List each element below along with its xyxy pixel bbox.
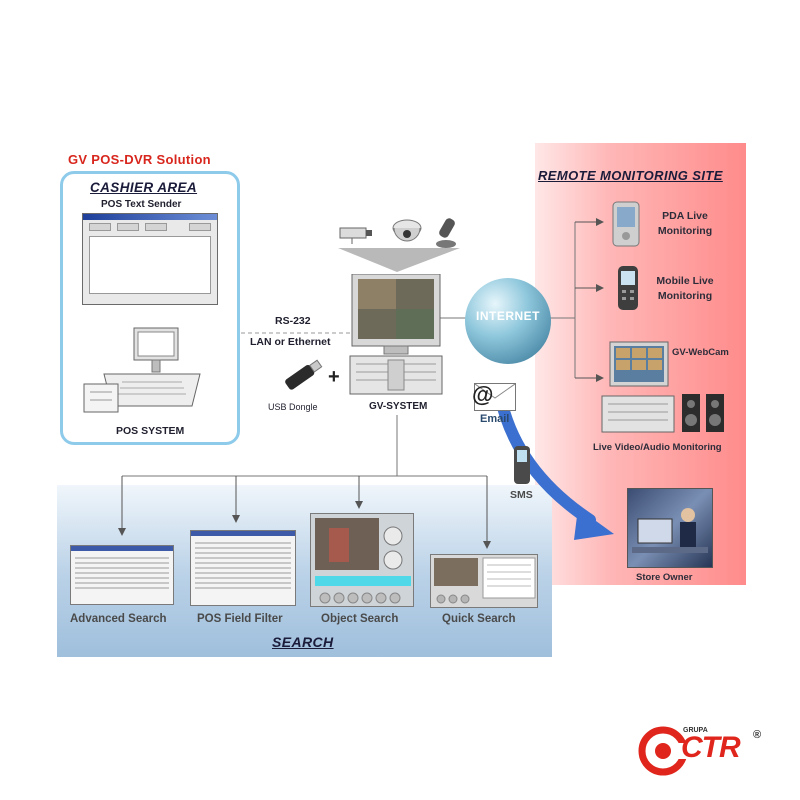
pda-label-line1: PDA Live — [662, 210, 708, 222]
advanced-search-screenshot — [70, 545, 174, 605]
store-owner-label: Store Owner — [636, 572, 693, 583]
speaker-icon — [682, 394, 724, 432]
pda-label-line2: Monitoring — [657, 225, 713, 237]
pos-text-sender-title: POS Text Sender — [101, 199, 182, 210]
ptz-camera-icon — [436, 218, 456, 248]
quick-search-screenshot — [430, 554, 538, 608]
gv-system-label: GV-SYSTEM — [369, 401, 428, 412]
gv-system-unit — [349, 274, 443, 395]
pos-terminal-icon — [83, 327, 201, 413]
ctr-logo-small-text: GRUPA — [683, 727, 708, 734]
window-titlebar — [83, 214, 217, 220]
mobile-label-line1: Mobile Live — [656, 275, 714, 287]
window-pane — [89, 236, 211, 294]
ctr-logo-mark — [638, 726, 689, 776]
email-at-glyph: @ — [472, 382, 494, 407]
plus-sign: + — [328, 366, 340, 388]
av-monitoring-label: Live Video/Audio Monitoring — [593, 442, 722, 453]
window-toolbar — [83, 220, 217, 234]
dome-camera-icon — [392, 219, 422, 242]
store-owner-photo — [627, 488, 713, 568]
pos-field-filter-screenshot — [190, 530, 296, 606]
search-item-object: Object Search — [321, 613, 399, 625]
lan-ethernet-label: LAN or Ethernet — [250, 336, 331, 348]
search-item-advanced: Advanced Search — [70, 613, 167, 625]
sms-label: SMS — [510, 489, 533, 501]
pda-icon — [612, 201, 640, 247]
email-label: Email — [480, 413, 510, 425]
pda-label: PDA Live Monitoring — [645, 209, 725, 239]
webcam-label: GV-WebCam — [672, 347, 729, 358]
av-monitoring-equipment — [601, 394, 724, 433]
internet-globe — [465, 278, 551, 364]
ctr-logo-registered: ® — [753, 729, 762, 741]
ctr-logo: GRUPA CTR ® — [637, 721, 767, 777]
usb-dongle-label: USB Dongle — [268, 402, 318, 412]
remote-heading: REMOTE MONITORING SITE — [538, 168, 723, 183]
webcam-monitor — [609, 341, 669, 387]
pos-system-label: POS SYSTEM — [116, 425, 185, 437]
search-item-quick: Quick Search — [442, 613, 516, 625]
cashier-heading: CASHIER AREA — [90, 180, 198, 195]
search-item-pos-field-filter: POS Field Filter — [197, 613, 283, 625]
internet-label: INTERNET — [476, 309, 540, 323]
camera-group — [339, 218, 456, 248]
diagram-title: GV POS-DVR Solution — [68, 152, 211, 167]
mobile-label-line2: Monitoring — [657, 290, 713, 302]
camera-icon — [339, 227, 372, 244]
mobile-phone-icon — [618, 266, 638, 310]
notification-arrow — [494, 389, 596, 526]
usb-dongle-icon — [285, 359, 323, 390]
object-search-screenshot — [310, 513, 414, 607]
rs232-label: RS-232 — [275, 315, 311, 327]
email-envelope-icon — [474, 383, 516, 411]
pos-text-sender-window — [82, 213, 218, 305]
mobile-label: Mobile Live Monitoring — [645, 274, 725, 304]
ctr-logo-text: CTR — [681, 731, 741, 764]
search-heading: SEARCH — [272, 634, 334, 650]
sms-phone-icon — [514, 446, 530, 484]
